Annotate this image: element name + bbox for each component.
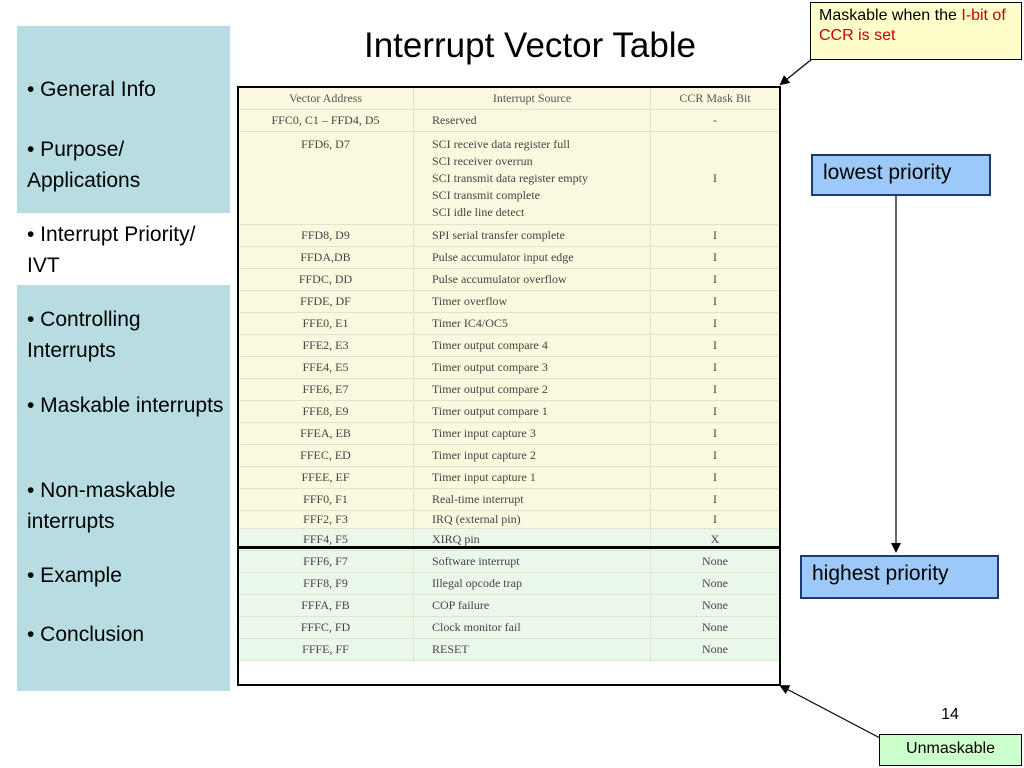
vector-address-cell: FFEC, ED	[237, 444, 414, 467]
interrupt-source-cell: SPI serial transfer complete	[413, 224, 651, 247]
sidebar-active: • Interrupt Priority/ IVT	[17, 213, 230, 285]
vector-address-cell: FFFA, FB	[237, 594, 414, 617]
ccr-mask-bit-cell: I	[650, 488, 780, 511]
maskable-pointer-line	[779, 58, 813, 86]
maskable-note-text: Maskable when the	[819, 7, 962, 24]
interrupt-vector-table: Vector Address Interrupt Source CCR Mask…	[237, 86, 780, 661]
vector-address-cell: FFFC, FD	[237, 616, 414, 639]
nav-item-interrupt-priority-ivt[interactable]: • Interrupt Priority/ IVT	[27, 223, 196, 277]
vector-address-cell: FFF0, F1	[237, 488, 414, 511]
nav-item-non-maskable-interrupts[interactable]: • Non-maskable interrupts	[27, 479, 176, 533]
ccr-mask-bit-cell: I	[650, 334, 780, 357]
page-number: 14	[941, 706, 959, 723]
interrupt-source-cell: Timer output compare 3	[413, 356, 651, 379]
ccr-mask-bit-cell: None	[650, 638, 780, 661]
maskable-note: Maskable when the I-bit of CCR is set	[810, 2, 1022, 60]
nav-item-purpose-applications[interactable]: • Purpose/ Applications	[27, 138, 141, 192]
column-header: Vector Address	[237, 86, 414, 110]
vector-address-cell: FFC0, C1 – FFD4, D5	[237, 109, 414, 132]
vector-address-cell: FFE8, E9	[237, 400, 414, 423]
column-header: Interrupt Source	[413, 86, 651, 110]
ccr-mask-bit-cell: I	[650, 268, 780, 291]
ccr-mask-bit-cell: I	[650, 466, 780, 489]
interrupt-source-line: SCI receiver overrun	[432, 154, 533, 168]
maskable-note-red-text: I-bit of CCR is set	[819, 7, 1006, 44]
vector-address-cell: FFD8, D9	[237, 224, 414, 247]
ivt-table-wrap: Vector Address Interrupt Source CCR Mask…	[237, 86, 780, 661]
interrupt-source-line: SCI idle line detect	[432, 205, 525, 219]
interrupt-source-line: SCI receive data register full	[432, 137, 570, 151]
vector-address-cell: FFDA,DB	[237, 246, 414, 269]
page-title: Interrupt Vector Table	[363, 26, 697, 65]
interrupt-source-cell: Timer input capture 1	[413, 466, 651, 489]
vector-address-cell: FFEE, EF	[237, 466, 414, 489]
ccr-mask-bit-cell: I	[650, 378, 780, 401]
nav-item-general-info[interactable]: • General Info	[27, 78, 156, 101]
ccr-mask-bit-cell: None	[650, 616, 780, 639]
ccr-mask-bit-cell: I	[650, 444, 780, 467]
nav-item-controlling-interrupts[interactable]: • Controlling Interrupts	[27, 308, 141, 362]
vector-address-cell: FFD6, D7	[237, 131, 414, 225]
interrupt-source-cell: Timer IC4/OC5	[413, 312, 651, 335]
vector-address-cell: FFE6, E7	[237, 378, 414, 401]
interrupt-source-cell: Illegal opcode trap	[413, 572, 651, 595]
lowest-priority-callout: lowest priority	[811, 154, 991, 196]
sidebar-bottom: • Controlling Interrupts • Maskable inte…	[17, 285, 230, 691]
ccr-mask-bit-cell: I	[650, 400, 780, 423]
ccr-mask-bit-cell: X	[650, 528, 780, 551]
interrupt-source-cell: Timer output compare 1	[413, 400, 651, 423]
ccr-mask-bit-cell: I	[650, 422, 780, 445]
vector-address-cell: FFDC, DD	[237, 268, 414, 291]
interrupt-source-line: SCI transmit data register empty	[432, 171, 588, 185]
column-header: CCR Mask Bit	[650, 86, 780, 110]
unmaskable-pointer-line	[779, 685, 881, 739]
vector-address-cell: FFFE, FF	[237, 638, 414, 661]
table-header-row: Vector Address Interrupt Source CCR Mask…	[237, 86, 780, 110]
interrupt-source-cell: Pulse accumulator overflow	[413, 268, 651, 291]
interrupt-source-line: SCI transmit complete	[432, 188, 540, 202]
interrupt-source-cell: Software interrupt	[413, 550, 651, 573]
interrupt-source-cell: Timer overflow	[413, 290, 651, 313]
ccr-mask-bit-cell: None	[650, 550, 780, 573]
nav-item-conclusion[interactable]: • Conclusion	[27, 623, 145, 646]
vector-address-cell: FFDE, DF	[237, 290, 414, 313]
ccr-mask-bit-cell: I	[650, 224, 780, 247]
unmaskable-note: Unmaskable	[879, 734, 1022, 766]
interrupt-source-cell: Timer output compare 4	[413, 334, 651, 357]
interrupt-source-cell: Clock monitor fail	[413, 616, 651, 639]
interrupt-source-cell: Timer input capture 2	[413, 444, 651, 467]
nav-item-maskable-interrupts[interactable]: • Maskable interrupts	[27, 394, 224, 417]
sidebar-top: • General Info • Purpose/ Applications	[17, 26, 230, 213]
highest-priority-callout: highest priority	[800, 555, 999, 599]
nav-item-example[interactable]: • Example	[27, 564, 122, 587]
vector-address-cell: FFEA, EB	[237, 422, 414, 445]
ccr-mask-bit-cell: I	[650, 131, 780, 225]
interrupt-source-cell: Timer output compare 2	[413, 378, 651, 401]
interrupt-source-cell: RESET	[413, 638, 651, 661]
